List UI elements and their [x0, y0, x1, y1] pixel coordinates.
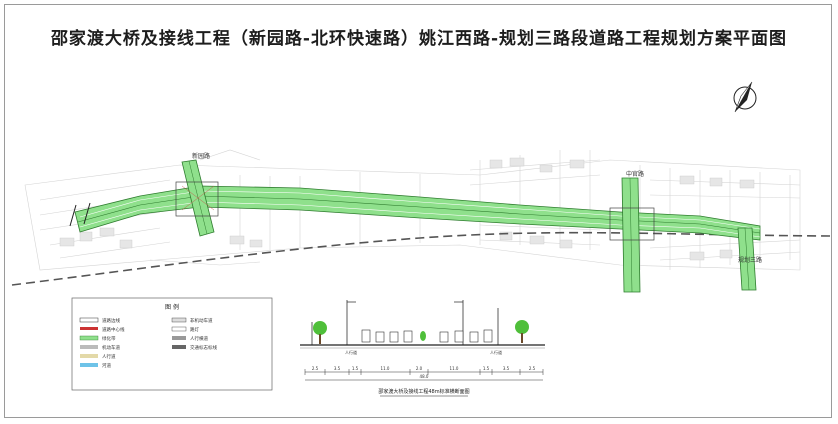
dim-label: 2.5: [529, 366, 536, 371]
dim-label: 3.5: [503, 366, 510, 371]
dim-label: 1.5: [483, 366, 490, 371]
dim-label: 2.5: [312, 366, 319, 371]
legend-item: 道路边线: [102, 317, 120, 324]
tree-icon: [420, 331, 426, 341]
dim-label: 2.0: [416, 366, 423, 371]
tree-icon: [313, 321, 327, 344]
sheet-border: [4, 4, 832, 418]
railway-dashline: [11, 231, 831, 286]
main-road: [74, 185, 761, 241]
cross-section: 人行道 人行道 2.5 3.5 1.5 11.0 2.0 11.0 1.5 3.…: [300, 300, 545, 397]
legend-item: 机动车道: [102, 344, 120, 351]
legend-box: 图 例 道路边线 道路中心线 绿化带 机动车道 人行道 河道 非机动车道 路灯 …: [71, 297, 273, 391]
section-left-label: 人行道: [345, 349, 357, 355]
label-road-right2: 规划三路: [738, 256, 762, 264]
dim-label: 3.5: [334, 366, 341, 371]
bridge-start-marker: [69, 202, 91, 227]
dim-label: 1.5: [352, 366, 359, 371]
legend-item: 非机动车道: [190, 317, 213, 324]
dim-label: 11.0: [381, 366, 390, 371]
legend-item: 交通标志标线: [190, 344, 217, 351]
label-road-left: 新园路: [192, 152, 210, 160]
section-right-label: 人行道: [490, 349, 502, 355]
north-arrow-icon: [733, 81, 757, 113]
legend-item: 人行横道: [190, 335, 208, 342]
legend-item: 河道: [102, 362, 111, 369]
legend-item: 人行道: [102, 353, 116, 360]
left-cross-road: [175, 159, 219, 237]
tree-icon: [515, 320, 529, 343]
dim-total: 48.0: [420, 374, 429, 379]
legend-title: 图 例: [165, 303, 179, 311]
cross-section-caption: 邵家渡大桥及接线工程48m标准横断面图: [378, 388, 469, 395]
legend-item: 绿化带: [102, 335, 116, 342]
building-blocks: [59, 157, 755, 261]
dim-label: 11.0: [450, 366, 459, 371]
right-cross-road: [609, 177, 757, 293]
label-road-right: 中官路: [626, 170, 644, 178]
legend-item: 道路中心线: [102, 326, 125, 333]
drawing-title: 邵家渡大桥及接线工程（新园路-北环快速路）姚江西路-规划三路段道路工程规划方案平…: [50, 29, 788, 49]
legend-swatches: [79, 317, 187, 367]
vehicle-icons: [361, 329, 493, 343]
legend-item: 路灯: [190, 326, 199, 333]
